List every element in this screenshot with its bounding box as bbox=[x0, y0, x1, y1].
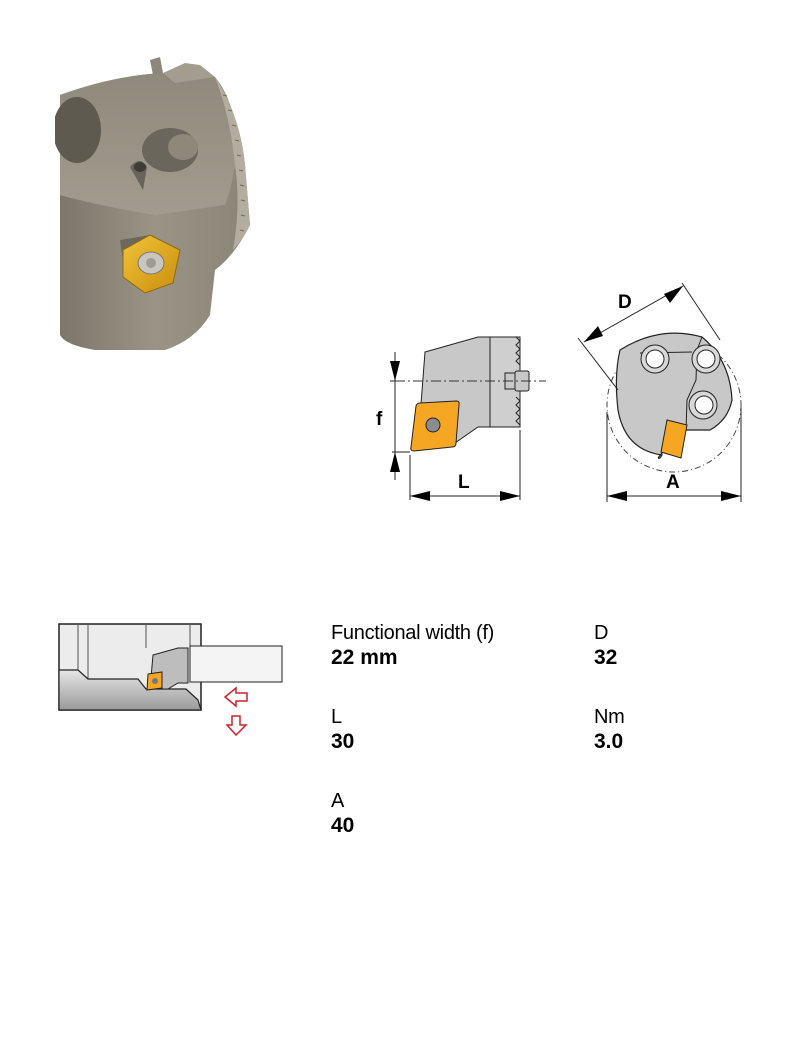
dim-label-d: D bbox=[618, 292, 632, 313]
dimension-drawing-front-view: D A bbox=[570, 280, 760, 505]
spec-functional-width: Functional width (f) 22 mm bbox=[331, 621, 494, 671]
dim-label-a: A bbox=[666, 472, 680, 493]
spec-a: A 40 bbox=[331, 789, 354, 839]
spec-l: L 30 bbox=[331, 705, 354, 755]
product-image bbox=[53, 55, 275, 355]
dim-label-l: L bbox=[458, 472, 470, 493]
spec-value: 32 bbox=[594, 646, 618, 669]
spec-label: Nm bbox=[594, 706, 625, 728]
spec-label: A bbox=[331, 790, 345, 812]
application-diagram bbox=[50, 615, 290, 745]
feed-left-arrow-icon bbox=[223, 686, 248, 708]
spec-label: L bbox=[331, 706, 342, 728]
spec-d: D 32 bbox=[594, 621, 617, 671]
feed-down-arrow-icon bbox=[225, 715, 248, 737]
spec-nm: Nm 3.0 bbox=[594, 705, 625, 755]
spec-value: 22 mm bbox=[331, 646, 398, 669]
dim-label-f: f bbox=[376, 409, 383, 430]
mounting-holes bbox=[640, 344, 721, 420]
spec-label: Functional width (f) bbox=[331, 622, 494, 644]
spec-label: D bbox=[594, 622, 609, 644]
dimension-drawing-side-view: f L bbox=[370, 325, 550, 505]
spec-value: 3.0 bbox=[594, 730, 624, 753]
spec-value: 40 bbox=[331, 814, 355, 837]
spec-value: 30 bbox=[331, 730, 355, 753]
